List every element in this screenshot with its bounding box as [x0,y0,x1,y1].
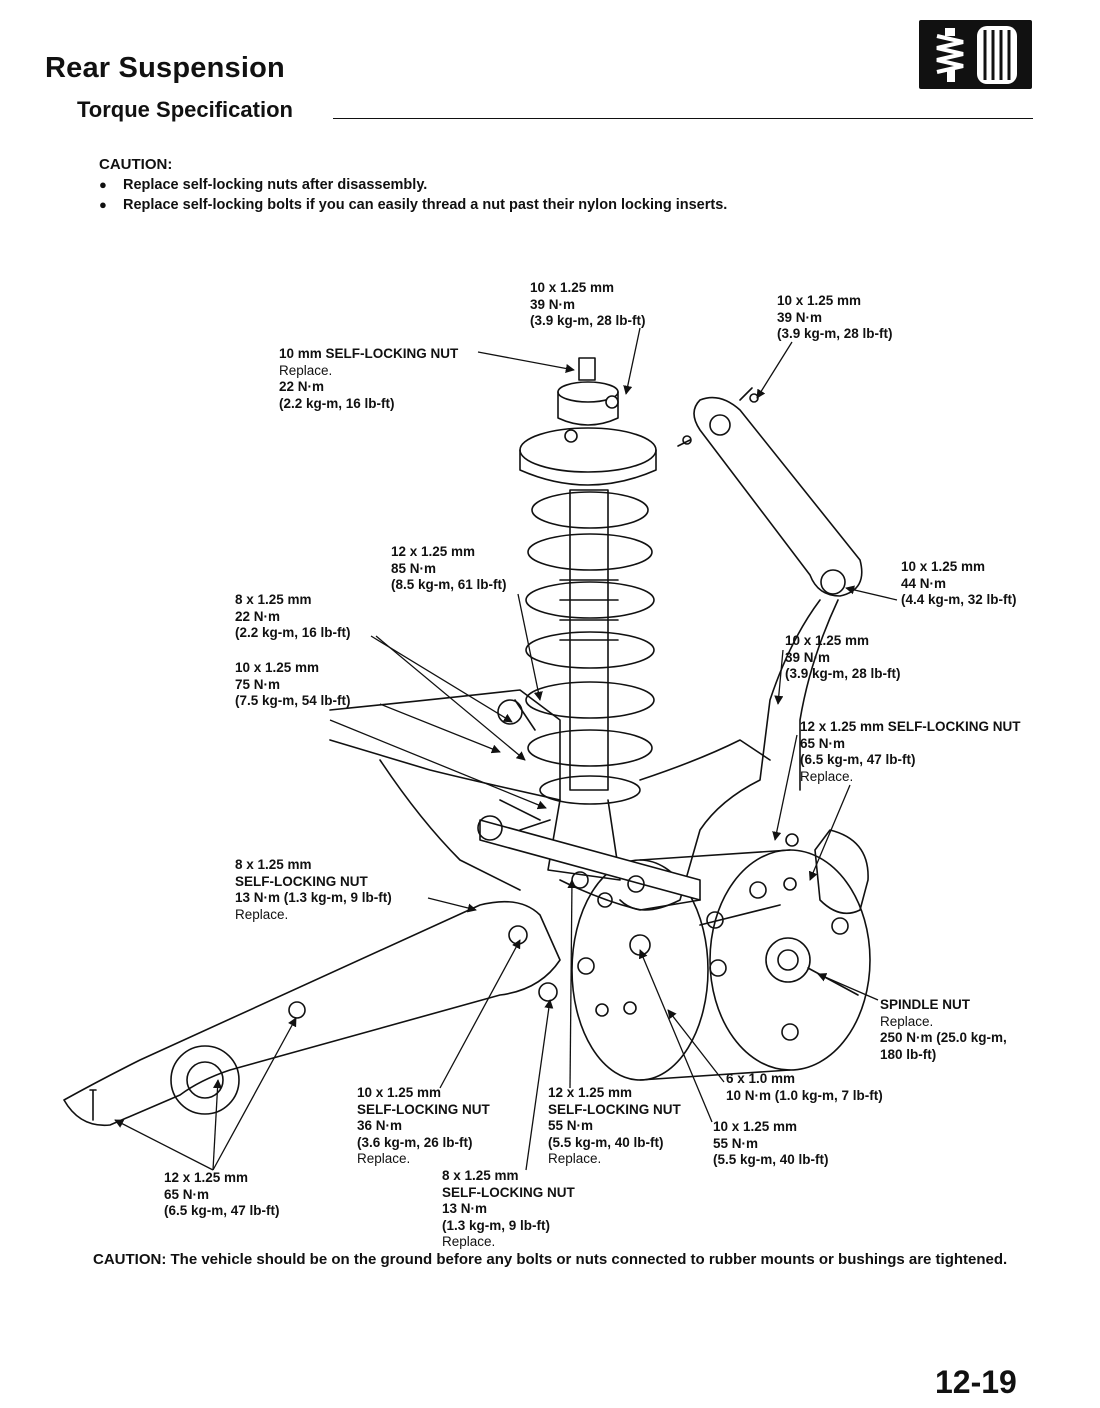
brake-disc [571,849,871,1081]
brake-caliper [783,829,869,915]
caution-item: Replace self-locking bolts if you can ea… [99,197,727,213]
subframe [329,689,771,891]
page-number: 12-19 [935,1364,1017,1400]
upper-control-arm [677,387,863,597]
caution-label: CAUTION: [99,156,173,173]
trailing-arm [63,900,561,1127]
strut-top-mount [519,357,657,486]
strut-spring [525,489,655,881]
caution-top: CAUTION: Replace self-locking nuts after… [99,156,727,217]
section-subtitle: Torque Specification [77,97,293,122]
subtitle-rule [333,118,1033,119]
caution-item: Replace self-locking nuts after disassem… [99,177,727,193]
knuckle [619,599,839,911]
caution-bottom: CAUTION: The vehicle should be on the gr… [93,1251,1008,1268]
leader-lines [114,327,898,1171]
page-title: Rear Suspension [45,52,285,84]
suspension-section-icon [919,20,1032,89]
